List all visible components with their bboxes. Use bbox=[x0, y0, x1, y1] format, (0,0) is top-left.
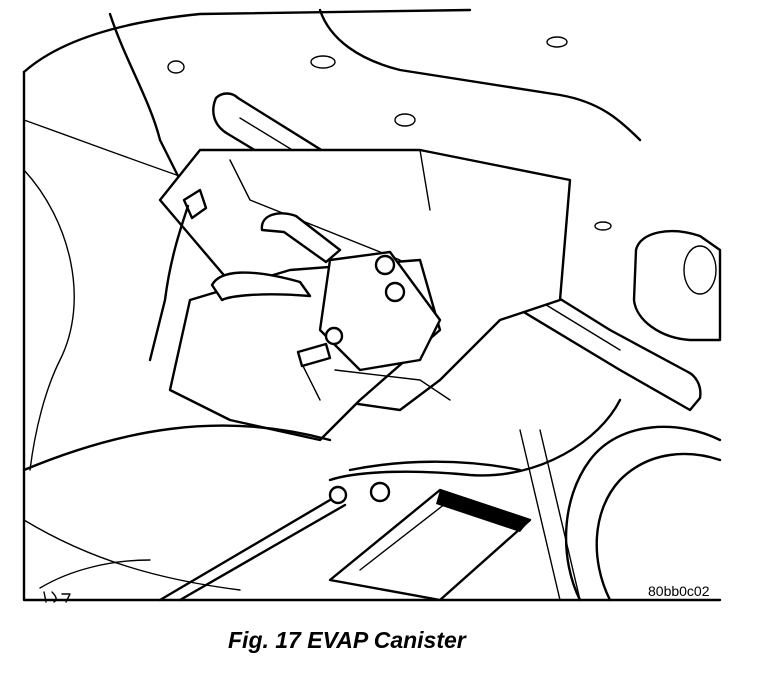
jack-tray bbox=[328, 488, 532, 602]
figure-caption: Fig. 17 EVAP Canister bbox=[228, 627, 466, 653]
figure-code: 80bb0c02 bbox=[648, 583, 710, 599]
exhaust-muffler bbox=[632, 229, 722, 342]
image-frame bbox=[22, 70, 722, 602]
spare-tire bbox=[519, 425, 722, 602]
fuel-lines bbox=[22, 398, 622, 602]
canister-hoses bbox=[148, 188, 342, 362]
evap-canister bbox=[168, 250, 451, 442]
partial-stamp-mark bbox=[43, 591, 71, 603]
